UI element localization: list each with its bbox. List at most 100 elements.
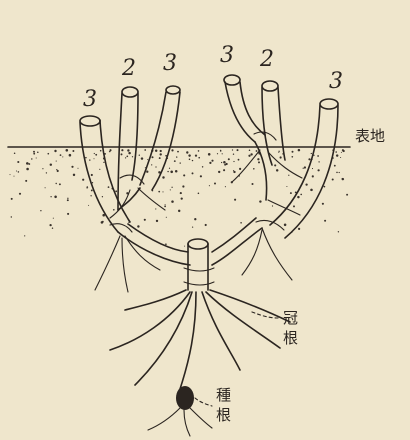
soil-dot [85,157,87,159]
soil-dot [108,186,110,188]
soil-dot [54,150,56,152]
soil-dot [183,174,185,176]
soil-dot [189,159,191,161]
soil-dot [67,199,69,201]
soil-dot [99,169,100,170]
soil-dot [102,221,104,223]
soil-dot [67,213,69,215]
soil-dot [332,178,334,180]
soil-dot [291,156,293,158]
soil-dot [162,176,164,178]
soil-dot [237,149,239,151]
soil-dot [57,170,59,172]
soil-dot [225,186,226,187]
soil-dot [170,189,171,190]
soil-dot [342,178,344,180]
soil-dot [198,157,200,159]
soil-dot [88,205,89,206]
soil-dot [109,151,110,152]
stem-number-left-outer: 3 [83,87,97,112]
soil-dot [304,166,306,168]
stem-number-right-inner: 3 [220,43,234,68]
seed-root-label-top: 種 [216,386,231,404]
soil-dot [288,175,289,176]
soil-dot [52,227,53,228]
soil-dot [56,169,57,170]
stem-number-right-outer: 3 [329,69,343,94]
soil-dot [198,193,200,195]
soil-dot [317,169,319,171]
soil-dot [69,154,72,157]
soil-dot [280,156,282,158]
soil-dot [155,150,157,152]
soil-dot [144,219,146,221]
soil-dot [200,175,202,177]
soil-dot [102,196,103,197]
soil-dot [311,153,312,154]
crown-root-label-bottom: 根 [283,329,298,347]
soil-dot [66,149,69,152]
soil-dot [171,187,172,188]
soil-dot [103,162,104,163]
soil-dot [339,172,340,173]
soil-dot [259,200,261,202]
soil-dot [192,160,193,161]
soil-dot [305,183,307,185]
soil-dot [338,231,339,232]
soil-dot [16,170,17,171]
soil-dot [217,153,218,154]
soil-dot [312,175,314,177]
soil-dot [218,171,220,173]
soil-dot [167,171,168,172]
soil-dot [228,158,230,160]
soil-dot [317,155,319,157]
soil-dot [312,168,313,169]
soil-dot [221,162,222,163]
soil-dot [202,166,203,167]
soil-dot [209,162,211,164]
soil-dot [276,169,278,171]
soil-dot [182,185,184,187]
soil-dot [33,153,35,155]
soil-dot [19,193,21,195]
soil-dot [89,159,90,160]
soil-dot [205,224,207,226]
soil-dot [251,183,253,185]
soil-dot [50,163,52,165]
soil-dot [162,191,163,192]
soil-dot [37,152,39,154]
soil-dot [156,220,158,222]
soil-dot [31,158,32,159]
soil-dot [71,166,73,168]
soil-dot [36,157,37,158]
soil-dot [223,169,225,171]
soil-dot [165,204,166,205]
soil-dot [42,168,43,169]
soil-dot [223,161,226,164]
soil-dot [13,176,14,177]
soil-dot [334,165,336,167]
soil-dot [169,168,170,169]
soil-dot [322,203,324,205]
soil-dot [181,197,183,199]
soil-dot [175,170,178,173]
soil-dot [298,149,301,152]
soil-dot [109,149,111,151]
soil-dot [250,153,252,155]
soil-dot [164,206,166,208]
soil-dot [100,150,102,152]
soil-dot [46,172,47,173]
soil-dot [28,163,30,165]
soil-dot [336,172,338,174]
soil-dot [92,182,93,183]
soil-dot [239,168,241,170]
soil-dot [127,149,129,151]
soil-dot [256,150,258,152]
soil-dot [340,157,341,158]
soil-dot [177,151,179,153]
soil-dot [233,154,234,155]
soil-dot [56,161,57,162]
soil-dot [341,152,342,153]
soil-dot [240,222,242,224]
